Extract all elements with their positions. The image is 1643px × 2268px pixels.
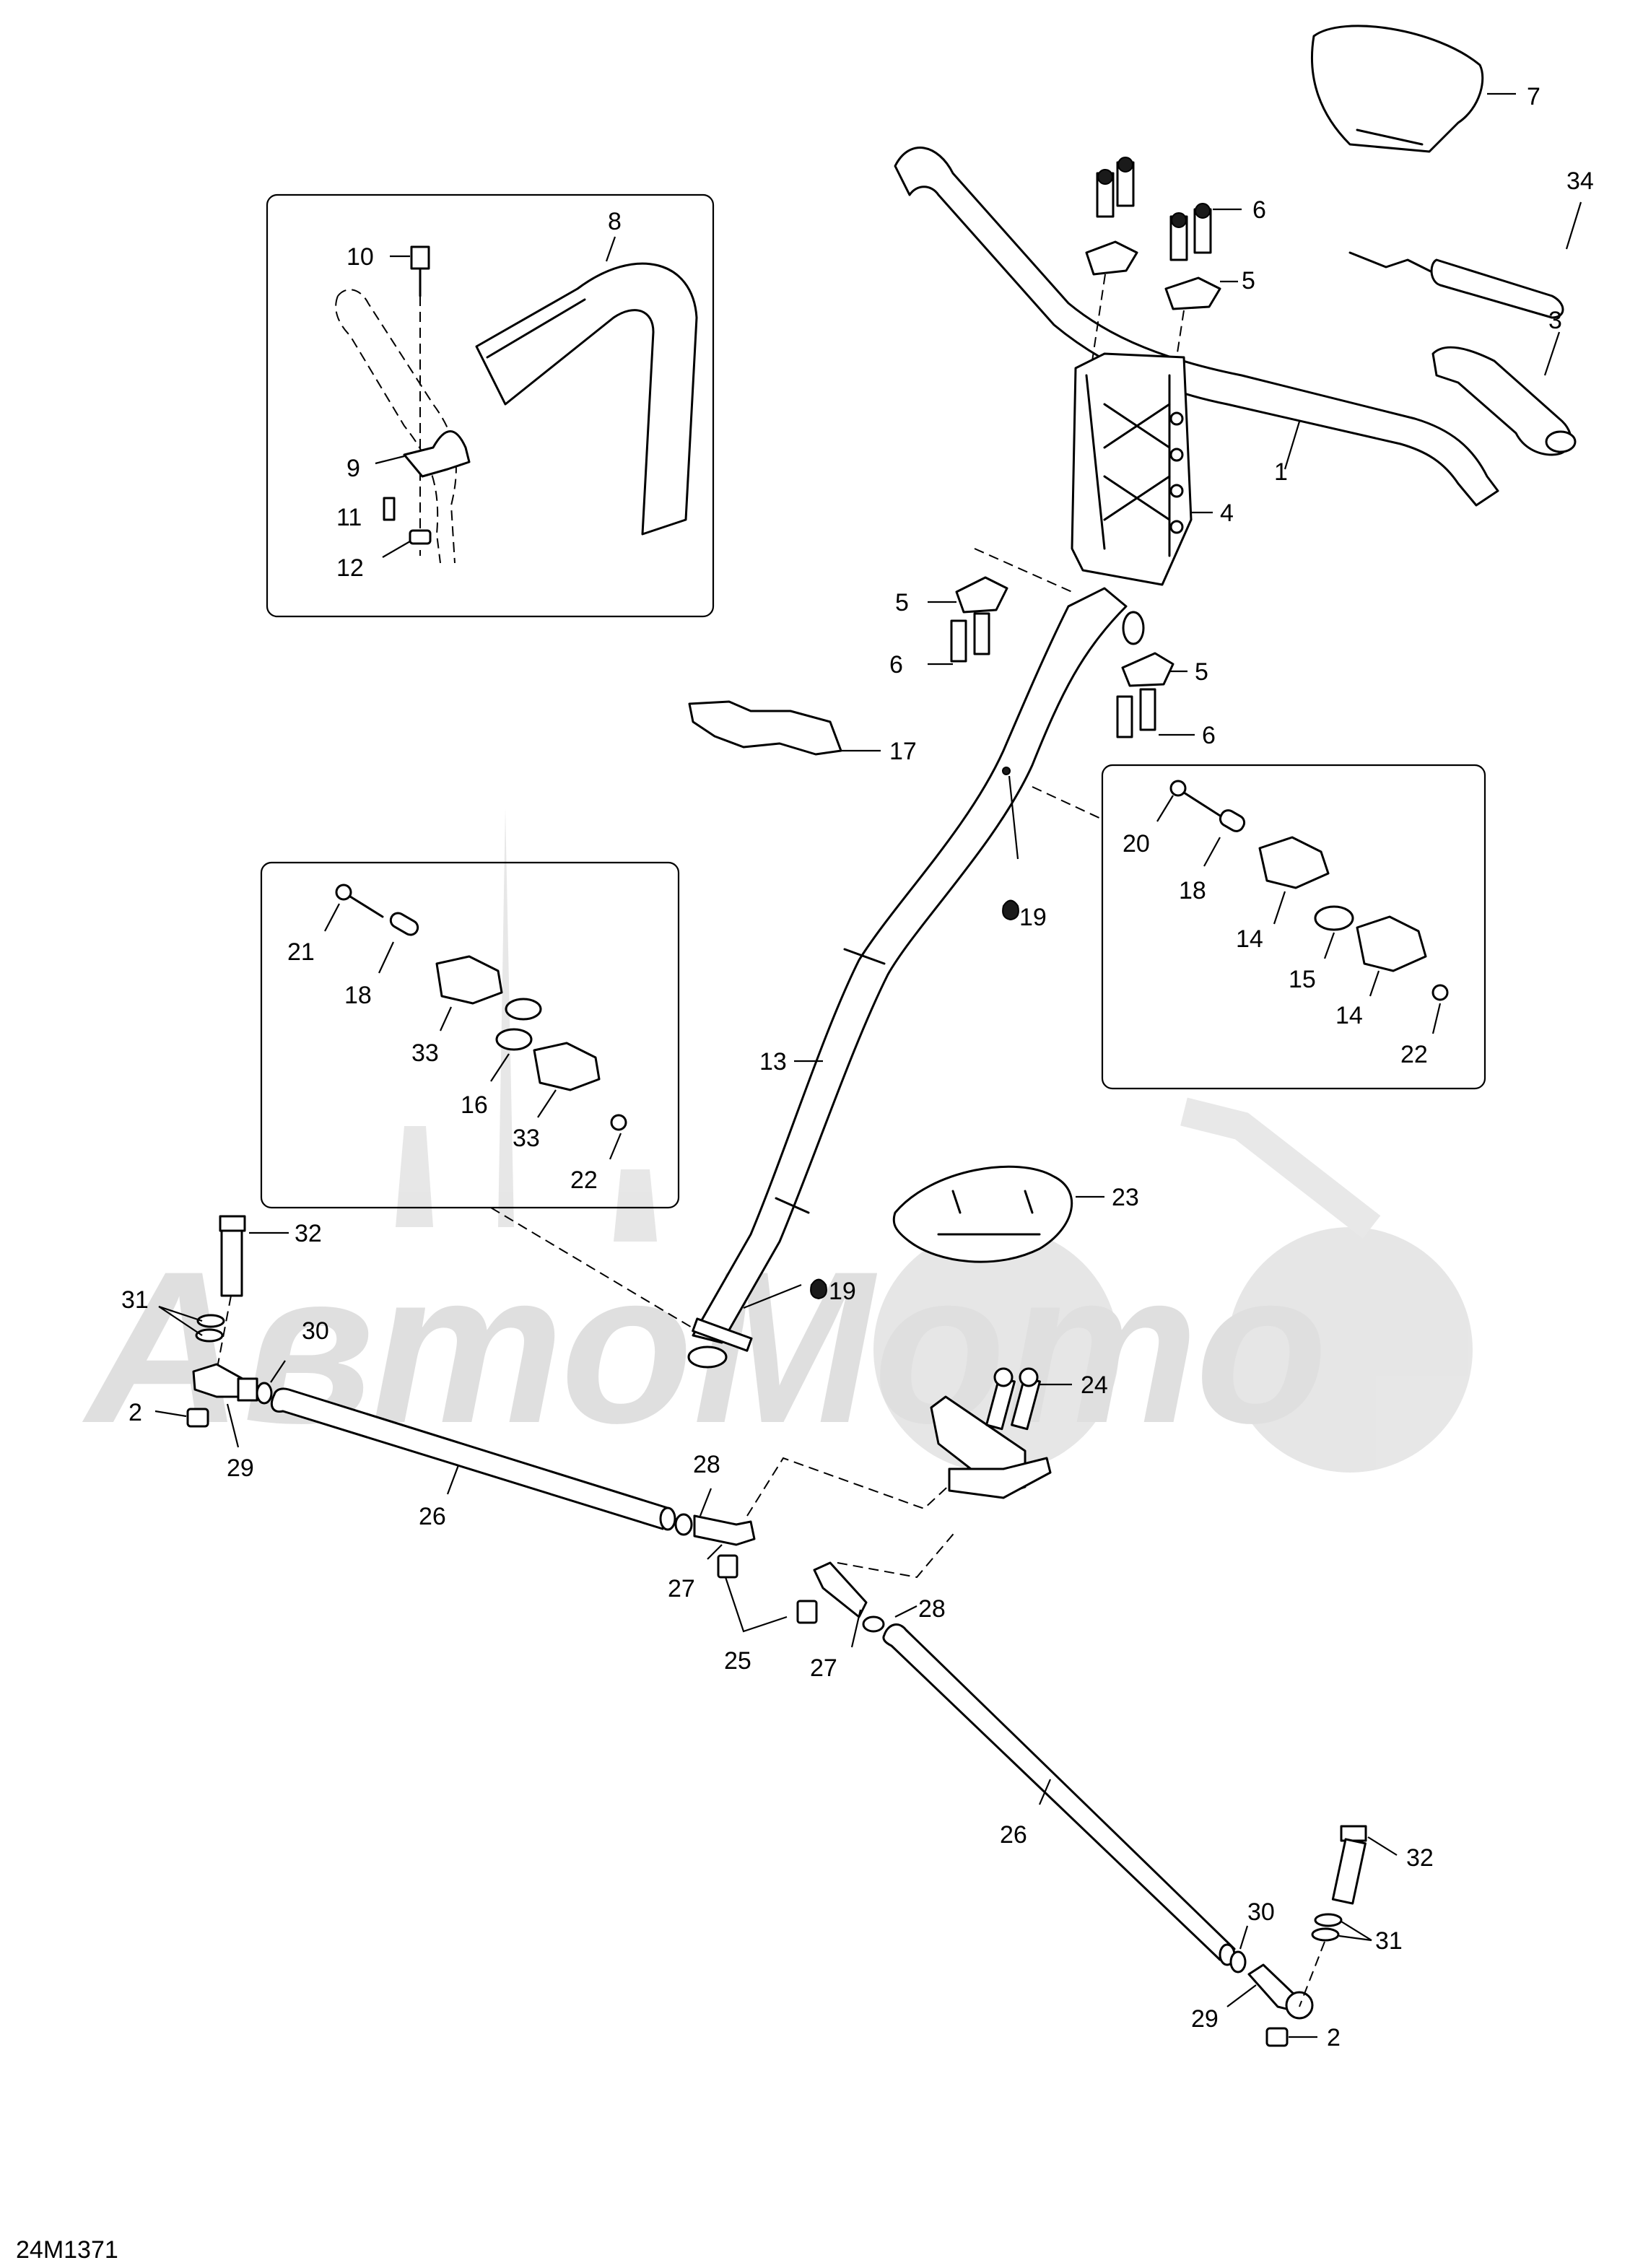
- callout-26b: 26: [1000, 1821, 1027, 1849]
- callout-2a: 2: [128, 1399, 142, 1426]
- callout-32a: 32: [295, 1220, 322, 1247]
- diagram-code: 24M1371: [16, 2236, 118, 2264]
- callout-11: 11: [336, 504, 362, 531]
- callout-18b: 18: [344, 982, 372, 1009]
- callout-33a: 33: [411, 1039, 439, 1067]
- callout-5b: 5: [895, 589, 909, 616]
- center-joints: 25 28 27 27 28: [668, 1451, 975, 1682]
- cover-23: 23: [892, 1165, 1139, 1263]
- callout-22b: 22: [570, 1166, 598, 1194]
- callout-3: 3: [1548, 307, 1562, 334]
- riser-clamps-top: 6 5: [1085, 157, 1266, 405]
- callout-34: 34: [1566, 167, 1594, 195]
- callout-5c: 5: [1195, 658, 1208, 686]
- callout-29b: 29: [1191, 2005, 1219, 2033]
- riser-4: 4: [1071, 352, 1234, 586]
- detail-box-handguard: 10 8 9 11 12: [266, 193, 715, 618]
- tie-rod-26-right: 26: [882, 1623, 1236, 1966]
- pin-11: [383, 497, 396, 521]
- callout-28a: 28: [693, 1451, 720, 1478]
- callout-29a: 29: [227, 1454, 254, 1482]
- callout-14a: 14: [1236, 925, 1263, 953]
- callout-20: 20: [1123, 830, 1150, 858]
- handguard-8: [475, 262, 698, 536]
- tie-rod-end-29-left: 2 29 30: [128, 1317, 329, 1482]
- callout-19b: 19: [829, 1278, 856, 1305]
- detail-box-right: 20 18 14 15 14 22: [1032, 764, 1486, 1090]
- callout-21: 21: [287, 938, 315, 966]
- plate-17: 17: [688, 700, 917, 765]
- callout-27b: 27: [810, 1654, 837, 1682]
- callout-6c: 6: [1202, 722, 1216, 749]
- callout-27a: 27: [668, 1575, 695, 1602]
- callout-4: 4: [1220, 500, 1234, 527]
- callout-9: 9: [347, 455, 360, 482]
- bolt-10: [410, 245, 430, 556]
- callout-8: 8: [608, 208, 622, 235]
- callout-5a: 5: [1242, 267, 1255, 295]
- callout-30b: 30: [1247, 1898, 1275, 1926]
- callout-6a: 6: [1252, 196, 1266, 224]
- callout-10: 10: [347, 243, 374, 271]
- nut-12: [409, 529, 432, 545]
- callout-33b: 33: [513, 1125, 540, 1152]
- clamp-9: [403, 430, 471, 478]
- callout-17: 17: [889, 738, 917, 765]
- callout-2b: 2: [1327, 2024, 1341, 2051]
- callout-23: 23: [1112, 1184, 1139, 1211]
- callout-16: 16: [461, 1091, 488, 1119]
- callout-14b: 14: [1335, 1002, 1363, 1029]
- callout-19a: 19: [1019, 904, 1047, 931]
- heater-34: 34: [1348, 167, 1594, 319]
- callout-30a: 30: [302, 1317, 329, 1345]
- callout-32b: 32: [1406, 1844, 1434, 1872]
- callout-31a: 31: [121, 1286, 149, 1314]
- bracket-24: 24: [930, 1367, 1108, 1499]
- grip-7: 7: [1311, 25, 1540, 153]
- callout-25: 25: [724, 1647, 751, 1675]
- drop-icon: [810, 1278, 827, 1300]
- callout-31b: 31: [1375, 1927, 1403, 1955]
- detail-box-left: 21 18 33 16 33 22: [260, 861, 694, 1329]
- tie-rod-26-left: 26: [271, 1387, 676, 1531]
- riser-clamps-lower: 5 6 5 6: [889, 548, 1216, 749]
- callout-7: 7: [1527, 83, 1540, 110]
- callout-24: 24: [1081, 1371, 1108, 1399]
- tie-rod-end-29-right: 32 31 30 29 2: [1191, 1825, 1434, 2051]
- callout-12: 12: [336, 554, 364, 582]
- watermark: АвтоМото: [80, 808, 1473, 1473]
- handlebar-1: 1: [894, 147, 1499, 507]
- callout-15: 15: [1289, 966, 1316, 993]
- callout-6b: 6: [889, 651, 903, 679]
- callout-22a: 22: [1400, 1041, 1428, 1068]
- bolt-32-left: 32 31: [121, 1215, 322, 1372]
- callout-13: 13: [759, 1048, 787, 1076]
- callout-26a: 26: [419, 1503, 446, 1530]
- steering-column-13: 13 19 19: [687, 587, 1145, 1369]
- grip-end-3: 3: [1431, 307, 1577, 456]
- callout-1: 1: [1274, 458, 1288, 486]
- callout-18a: 18: [1179, 877, 1206, 904]
- callout-28b: 28: [918, 1595, 946, 1623]
- drop-icon: [1002, 899, 1019, 921]
